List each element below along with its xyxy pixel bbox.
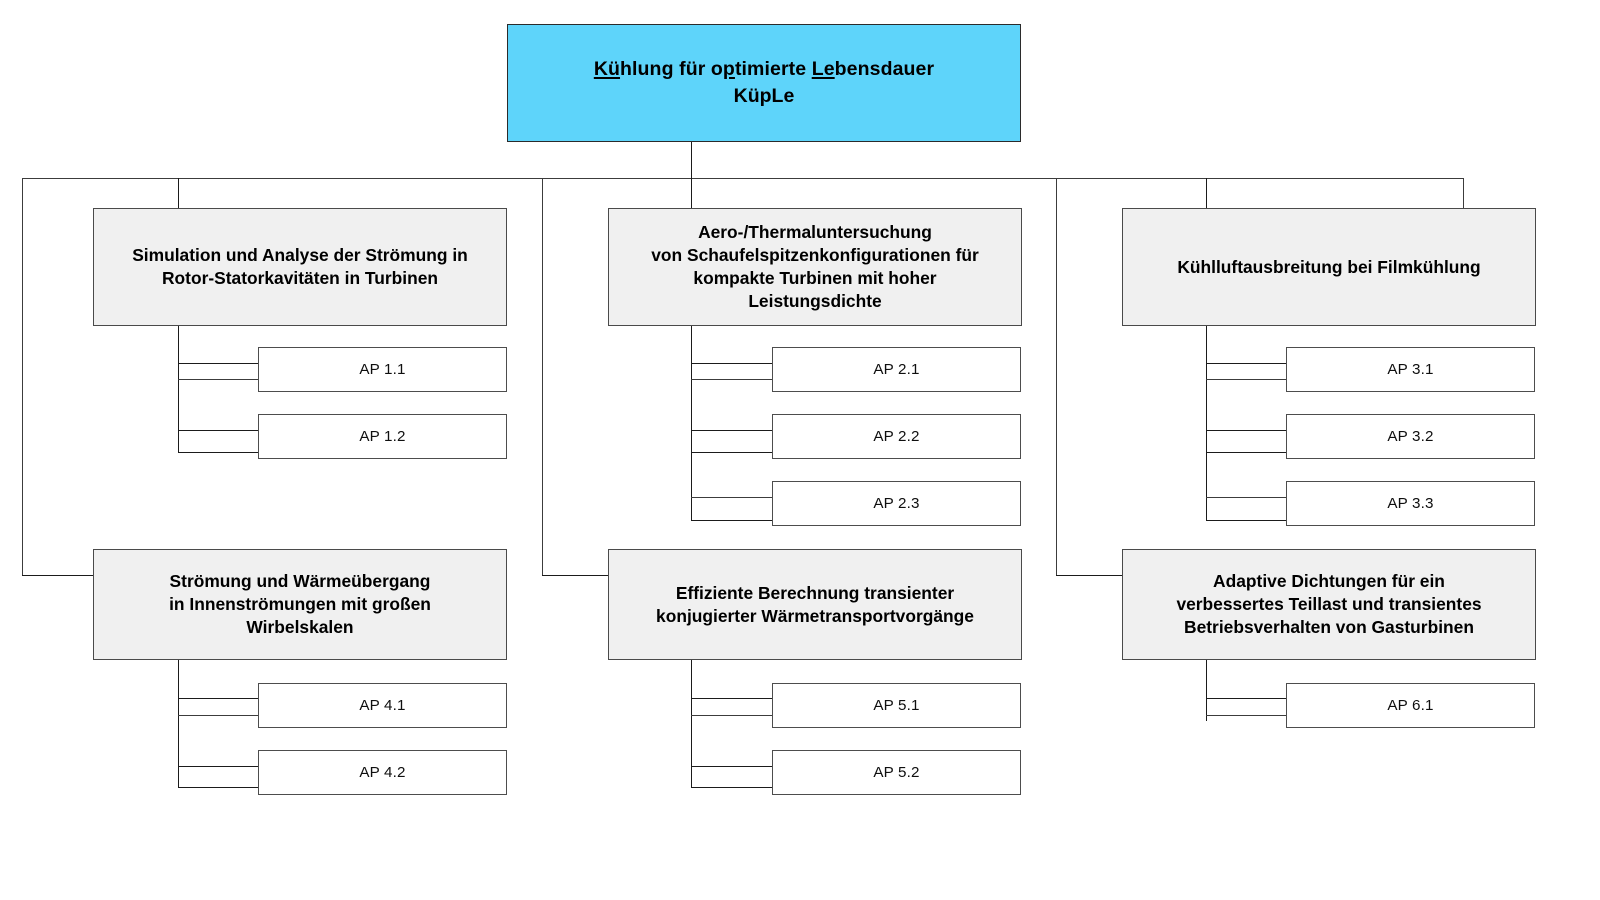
ap-box-2-1[interactable]: AP 2.1 [772, 347, 1021, 392]
connector-ap-2-2-rail-top [691, 430, 773, 431]
root-title-seg-2: p [722, 58, 735, 81]
connector-ap-1-1-rail-bottom [178, 379, 259, 380]
connector-ap-2-1-rail-bottom [691, 379, 773, 380]
connector-ap-3-1-rail-top [1206, 363, 1287, 364]
connector-ap-4-1-rail-top [178, 698, 259, 699]
connector-ap-2-3-rail-top [691, 497, 773, 498]
connector-ap-5-2-rail-top [691, 766, 773, 767]
connector-topic2-trunk [691, 326, 692, 521]
ap-box-6-1[interactable]: AP 6.1 [1286, 683, 1535, 728]
topic-box-5[interactable]: Effiziente Berechnung transienter konjug… [608, 549, 1022, 660]
connector-ap-5-1-rail-bottom [691, 715, 773, 716]
topic-box-1[interactable]: Simulation und Analyse der Strömung in R… [93, 208, 507, 326]
connector-root-drop [691, 142, 692, 178]
ap-box-3-3[interactable]: AP 3.3 [1286, 481, 1535, 526]
connector-ap-3-2-rail-bottom [1206, 452, 1287, 453]
connector-ap-3-2-rail-top [1206, 430, 1287, 431]
connector-col2-bottom-arm [542, 575, 608, 576]
topic-box-6[interactable]: Adaptive Dichtungen für ein verbessertes… [1122, 549, 1536, 660]
connector-col1-bottom-arm [22, 575, 94, 576]
root-title-seg-4: Le [811, 58, 835, 81]
topic-box-3[interactable]: Kühlluftausbreitung bei Filmkühlung [1122, 208, 1536, 326]
root-acronym: KüpLe [733, 84, 795, 107]
ap-box-1-1[interactable]: AP 1.1 [258, 347, 507, 392]
connector-ap-3-3-rail-top [1206, 497, 1287, 498]
ap-box-5-1[interactable]: AP 5.1 [772, 683, 1021, 728]
connector-ap-3-1-rail-bottom [1206, 379, 1287, 380]
ap-box-4-1[interactable]: AP 4.1 [258, 683, 507, 728]
connector-ap-1-2-rail-bottom [178, 452, 259, 453]
root-title-seg-0: Kü [593, 58, 621, 81]
ap-box-2-3[interactable]: AP 2.3 [772, 481, 1021, 526]
connector-col2-bottom-riser [542, 178, 543, 576]
root-title-seg-1: hlung für o [620, 58, 723, 81]
connector-ap-4-2-rail-top [178, 766, 259, 767]
connector-bus-stub-col3 [1206, 178, 1207, 208]
connector-topic6-trunk [1206, 660, 1207, 721]
connector-ap-2-1-rail-top [691, 363, 773, 364]
connector-ap-5-2-rail-bottom [691, 787, 773, 788]
ap-box-4-2[interactable]: AP 4.2 [258, 750, 507, 795]
connector-ap-2-3-rail-bottom [691, 520, 773, 521]
connector-ap-1-2-rail-top [178, 430, 259, 431]
connector-bus-stub-col1 [178, 178, 179, 208]
connector-topic5-trunk [691, 660, 692, 788]
ap-box-1-2[interactable]: AP 1.2 [258, 414, 507, 459]
root-title-line: Kühlung für optimierte Lebensdauer [594, 57, 934, 81]
topic-box-4[interactable]: Strömung und Wärmeübergang in Innenström… [93, 549, 507, 660]
topic-box-2[interactable]: Aero-/Thermaluntersuchung von Schaufelsp… [608, 208, 1022, 326]
connector-ap-1-1-rail-top [178, 363, 259, 364]
root-title-seg-3: timierte [734, 58, 812, 81]
connector-ap-2-2-rail-bottom [691, 452, 773, 453]
connector-ap-4-1-rail-bottom [178, 715, 259, 716]
ap-box-2-2[interactable]: AP 2.2 [772, 414, 1021, 459]
connector-ap-5-1-rail-top [691, 698, 773, 699]
ap-box-3-1[interactable]: AP 3.1 [1286, 347, 1535, 392]
root-title-seg-5: bensdauer [834, 58, 935, 81]
root-title-box[interactable]: Kühlung für optimierte Lebensdauer KüpLe [507, 24, 1021, 142]
connector-bus-stub-col2 [691, 178, 692, 208]
connector-col3-bottom-arm [1056, 575, 1123, 576]
connector-topic3-trunk [1206, 326, 1207, 521]
connector-topic4-trunk [178, 660, 179, 788]
connector-topic1-trunk [178, 326, 179, 453]
connector-ap-3-3-rail-bottom [1206, 520, 1287, 521]
connector-col3-bottom-riser [1056, 178, 1057, 576]
ap-box-3-2[interactable]: AP 3.2 [1286, 414, 1535, 459]
connector-col1-bottom-riser [22, 178, 23, 576]
connector-ap-4-2-rail-bottom [178, 787, 259, 788]
connector-ap-6-1-rail-top [1206, 698, 1287, 699]
connector-bus-right-end [1463, 178, 1464, 208]
ap-box-5-2[interactable]: AP 5.2 [772, 750, 1021, 795]
connector-main-bus [22, 178, 1464, 179]
connector-ap-6-1-rail-bottom [1206, 715, 1287, 716]
